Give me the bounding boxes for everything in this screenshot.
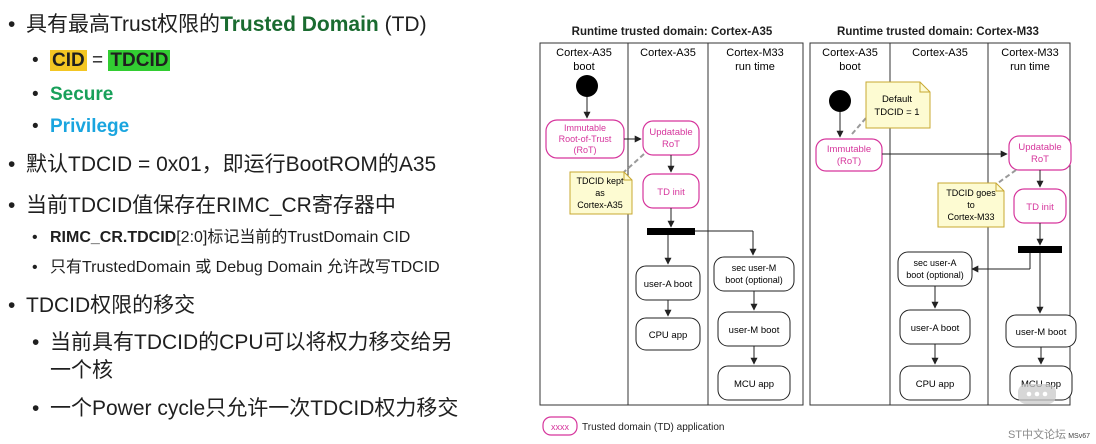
svg-text:boot: boot <box>839 61 860 73</box>
start-node-2 <box>829 90 851 112</box>
note-tdcid-kept <box>569 171 633 215</box>
diagram-m33-frame <box>809 42 1071 406</box>
svg-text:Immutable: Immutable <box>827 144 871 155</box>
col-m33-runtime-l1: Cortex-M33 <box>726 47 783 59</box>
svg-text:Cortex-A35: Cortex-A35 <box>577 200 623 210</box>
svg-text:Cortex-M33: Cortex-M33 <box>1001 47 1058 59</box>
svg-text:run time: run time <box>1010 61 1050 73</box>
figure-code: MSv67 <box>1068 433 1090 440</box>
col-m33-runtime-l2: run time <box>735 61 775 73</box>
diagram-m33: Runtime trusted domain: Cortex-M33 Corte… <box>809 26 1077 406</box>
bullet-secure: •Secure <box>32 84 114 105</box>
svg-text:TDCID goes: TDCID goes <box>946 188 996 198</box>
svg-text:TDCID kept: TDCID kept <box>576 176 624 186</box>
col-a35: Cortex-A35 <box>640 47 696 59</box>
bullet-one-transfer-per-cycle: •一个Power cycle只允许一次TDCID权力移交 <box>32 397 459 420</box>
fork-bar <box>647 228 695 235</box>
bullet-transfer-to-core: •当前具有TDCID的CPU可以将权力移交给另 <box>32 331 453 354</box>
note-tdcid-goes <box>937 182 1005 228</box>
svg-text:user-A boot: user-A boot <box>644 279 693 290</box>
diagram-a35-frame <box>539 42 804 406</box>
svg-text:Root-of-Trust: Root-of-Trust <box>559 134 612 144</box>
bullet-list: •具有最高Trust权限的Trusted Domain (TD) •CID = … <box>0 0 530 444</box>
svg-text:TDCID = 1: TDCID = 1 <box>874 107 919 118</box>
svg-text:boot (optional): boot (optional) <box>725 275 783 285</box>
svg-text:TD init: TD init <box>1026 202 1054 213</box>
diagram-m33-title: Runtime trusted domain: Cortex-M33 <box>837 26 1039 38</box>
immutable-rot-node-2 <box>815 138 883 172</box>
svg-text:Immutable: Immutable <box>564 123 606 133</box>
svg-text:sec user-M: sec user-M <box>732 263 777 273</box>
svg-text:Cortex-A35: Cortex-A35 <box>822 47 878 59</box>
svg-text:RoT: RoT <box>1031 154 1049 165</box>
col-a35-boot-l2: boot <box>573 61 594 73</box>
bullet-trusted-domain: •具有最高Trust权限的Trusted Domain (TD) <box>8 13 427 36</box>
watermark-text: ST中文论坛 <box>1007 429 1066 441</box>
svg-text:to: to <box>967 200 975 210</box>
bullet-cid-tdcid: •CID = TDCID <box>32 50 171 71</box>
svg-text:RoT: RoT <box>662 139 680 150</box>
svg-text:MCU app: MCU app <box>734 379 774 390</box>
svg-text:boot (optional): boot (optional) <box>906 270 964 280</box>
svg-text:CPU app: CPU app <box>916 379 955 390</box>
svg-text:CPU app: CPU app <box>649 330 688 341</box>
mcu-app-node <box>717 365 791 401</box>
svg-text:Updatable: Updatable <box>649 127 692 138</box>
bullet-write-permission: •只有TrustedDomain 或 Debug Domain 允许改写TDCI… <box>32 259 440 276</box>
chat-bubble-icon <box>1018 384 1056 404</box>
svg-text:Cortex-M33: Cortex-M33 <box>947 212 994 222</box>
diagram-a35: Runtime trusted domain: Cortex-A35 Corte… <box>539 26 804 406</box>
svg-text:(RoT): (RoT) <box>574 145 597 155</box>
svg-text:xxxx: xxxx <box>551 422 570 432</box>
bullet-tdcid-transfer: •TDCID权限的移交 <box>8 294 196 317</box>
col-a35-boot-l1: Cortex-A35 <box>556 47 612 59</box>
diagram-a35-title: Runtime trusted domain: Cortex-A35 <box>572 26 773 38</box>
svg-text:user-A boot: user-A boot <box>911 323 960 334</box>
svg-text:Default: Default <box>882 94 912 105</box>
svg-text:Cortex-A35: Cortex-A35 <box>912 47 968 59</box>
svg-text:TD init: TD init <box>657 187 685 198</box>
note-default-tdcid <box>865 81 931 129</box>
legend-swatch <box>542 416 578 436</box>
start-node <box>576 75 598 97</box>
legend: xxxx Trusted domain (TD) application <box>542 416 724 436</box>
bullet-privilege: •Privilege <box>32 116 130 137</box>
svg-text:user-M boot: user-M boot <box>729 325 780 336</box>
bullet-rimc-register: •当前TDCID值保存在RIMC_CR寄存器中 <box>8 194 396 217</box>
legend-text: Trusted domain (TD) application <box>582 422 724 433</box>
svg-text:(RoT): (RoT) <box>837 156 861 167</box>
cpu-app-node-2 <box>899 365 971 401</box>
svg-text:Updatable: Updatable <box>1018 142 1061 153</box>
cpu-app-node <box>635 317 701 351</box>
svg-text:sec user-A: sec user-A <box>913 258 956 268</box>
bullet-rimc-tdcid-field: •RIMC_CR.TDCID[2:0]标记当前的TrustDomain CID <box>32 229 411 246</box>
svg-text:as: as <box>595 188 605 198</box>
bullet-default-tdcid: •默认TDCID = 0x01，即运行BootROM的A35 <box>8 153 437 176</box>
fork-bar-2 <box>1018 246 1062 253</box>
svg-text:user-M boot: user-M boot <box>1016 327 1067 338</box>
bullet-transfer-to-core-cont: 一个核 <box>50 359 113 382</box>
